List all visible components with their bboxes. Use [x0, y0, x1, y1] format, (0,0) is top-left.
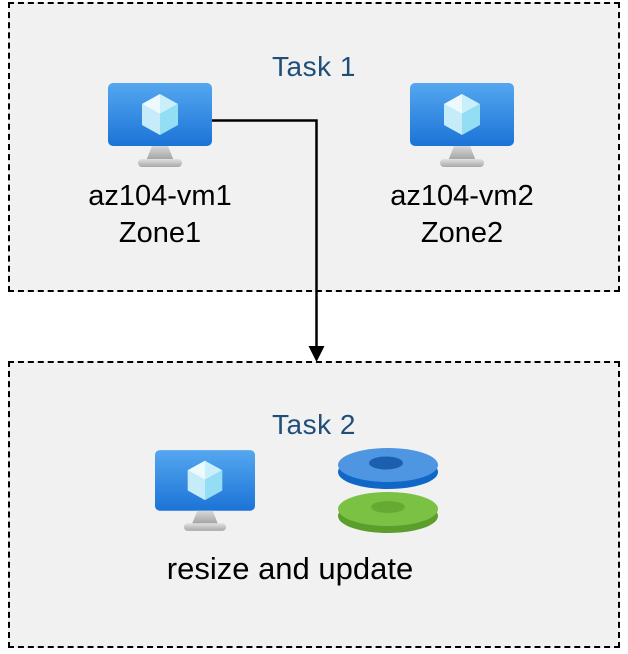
virtual-machine-icon: [410, 83, 514, 172]
vm-zone-label: Zone2: [420, 217, 504, 249]
vm-group-az104-vm2: az104-vm2 Zone2: [362, 83, 562, 252]
task2-box: Task 2: [8, 361, 620, 648]
managed-disks-icon: [336, 443, 440, 540]
vm-zone-label: Zone1: [118, 217, 202, 249]
vm-group-az104-vm1: az104-vm1 Zone1: [60, 83, 260, 252]
virtual-machine-icon: [155, 450, 255, 536]
vm-name-label: az104-vm1: [88, 180, 232, 212]
virtual-machine-icon: [108, 83, 212, 172]
task2-caption: resize and update: [166, 551, 414, 586]
task1-title: Task 1: [272, 51, 356, 83]
task2-title: Task 2: [272, 409, 356, 441]
vm-name-label: az104-vm2: [390, 180, 534, 212]
vm-label: az104-vm1 Zone1: [60, 178, 260, 252]
task1-box: Task 1 az104-vm1 Zone1: [8, 2, 620, 292]
arrowhead-icon: [308, 346, 325, 362]
vm-label: az104-vm2 Zone2: [362, 178, 562, 252]
